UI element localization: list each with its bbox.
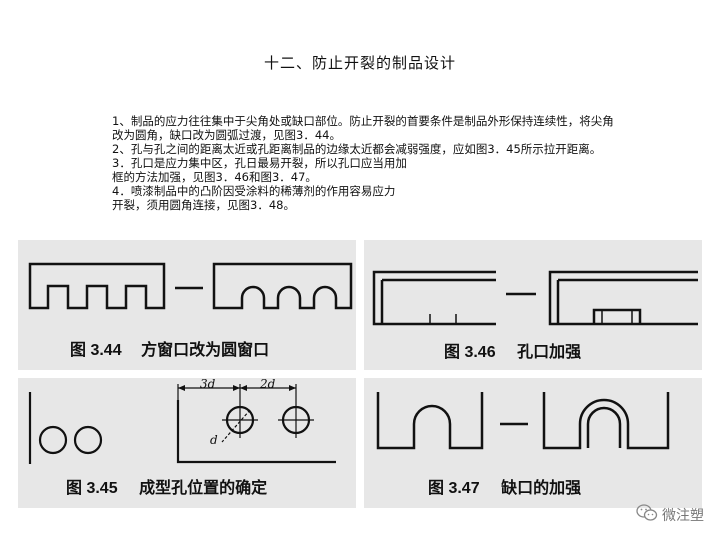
page-title: 十二、防止开裂的制品设计 <box>263 54 456 72</box>
figure-caption: 图 3.44 方窗口改为圆窗口 <box>70 336 269 360</box>
paragraph-line: 1、制品的应力往往集中于尖角处或缺口部位。防止开裂的首要条件是制品外形保持连续性… <box>112 114 614 128</box>
figure-caption: 图 3.45 成型孔位置的确定 <box>66 474 267 498</box>
figure-title: 方窗口改为圆窗口 <box>141 340 270 359</box>
figure-caption: 图 3.46 孔口加强 <box>444 338 581 362</box>
figure-number: 图 3.45 <box>66 480 118 497</box>
paragraph-line: 4．喷漆制品中的凸阶因受涂料的稀薄剂的作用容易应力 <box>112 184 396 198</box>
paragraph-line: 开裂，须用圆角连接，见图3．48。 <box>112 198 295 212</box>
figure-number: 图 3.44 <box>70 342 122 359</box>
body-text: 1、制品的应力往往集中于尖角处或缺口部位。防止开裂的首要条件是制品外形保持连续性… <box>112 114 672 212</box>
watermark: 微注塑 <box>636 504 704 526</box>
square-to-round-window-diagram <box>28 262 353 310</box>
paragraph-line: 3．孔口是应力集中区，孔日最易开裂，所以孔口应当用加 <box>112 156 407 170</box>
wechat-icon <box>636 504 658 526</box>
hole-position-diagram <box>28 384 336 464</box>
figure-3-44: 图 3.44 方窗口改为圆窗口 <box>18 240 356 370</box>
watermark-text: 微注塑 <box>662 508 704 524</box>
paragraph-line: 2、孔与孔之间的距离太近或孔距离制品的边缘太近都会减弱强度，应如图3．45所示拉… <box>112 142 602 156</box>
figure-title: 成型孔位置的确定 <box>139 478 268 497</box>
paragraph-line: 框的方法加强，见图3．46和图3．47。 <box>112 170 317 184</box>
figure-number: 图 3.47 <box>428 480 480 497</box>
figure-3-46: 图 3.46 孔口加强 <box>364 240 702 370</box>
figure-3-47: 图 3.47 缺口的加强 <box>364 378 702 508</box>
notch-reinforcement-diagram <box>376 392 670 450</box>
paragraph-line: 改为圆角，缺口改为圆弧过渡，见图3．44。 <box>112 128 341 142</box>
dimension-3d-label: 3d <box>200 378 216 391</box>
figure-title: 缺口的加强 <box>501 478 582 497</box>
diameter-label: d <box>210 433 218 447</box>
figure-title: 孔口加强 <box>517 342 582 361</box>
figure-caption: 图 3.47 缺口的加强 <box>428 474 581 498</box>
figure-number: 图 3.46 <box>444 344 496 361</box>
hole-reinforcement-diagram <box>372 270 698 326</box>
figure-3-45: 3d 2d d 图 3.45 成型孔位置的确定 <box>18 378 356 508</box>
dimension-2d-label: 2d <box>260 378 276 391</box>
